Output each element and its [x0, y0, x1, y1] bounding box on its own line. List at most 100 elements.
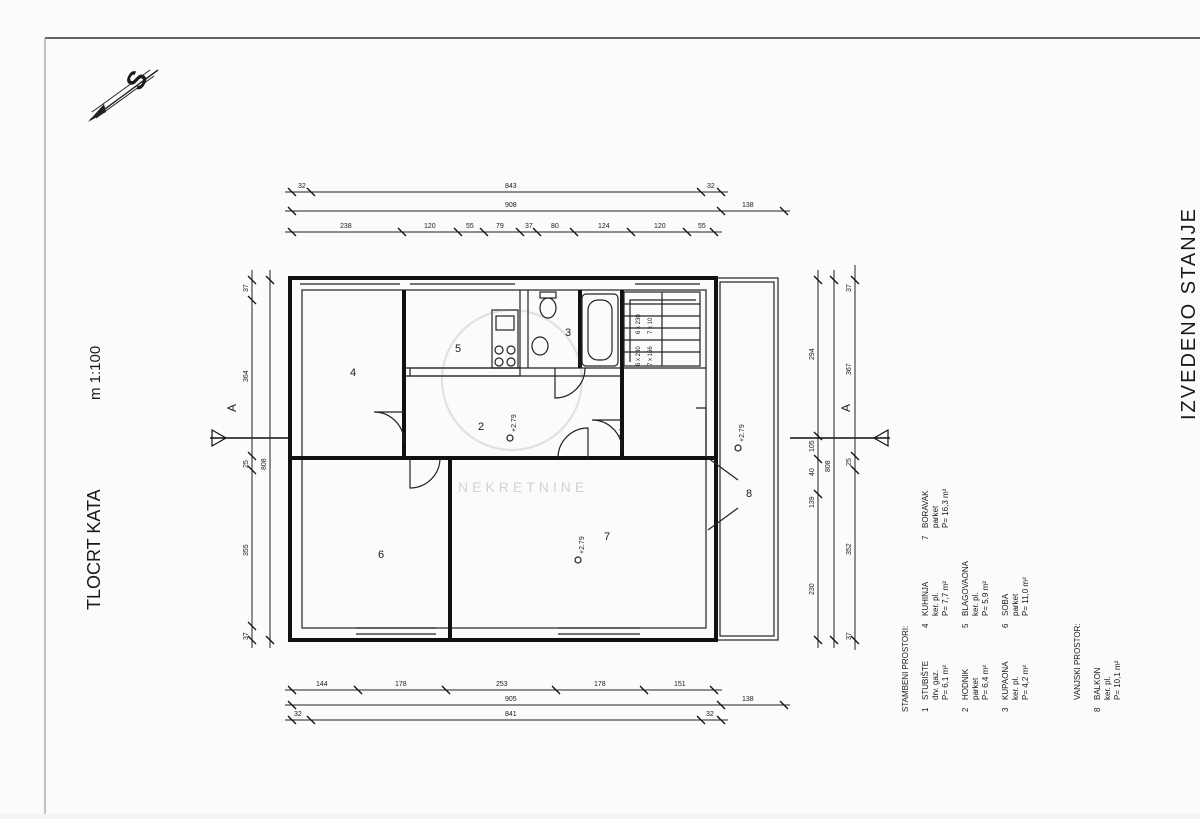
watermark: NEKRETNINE [441, 309, 588, 495]
legend-6-mat: parket [1011, 593, 1020, 616]
dim-bot-1a: 144 [316, 681, 328, 688]
legend-2-area: P= 6,4 m² [981, 665, 990, 700]
legend-3-no: 3 [1001, 707, 1010, 712]
dim-left-b: 364 [243, 370, 250, 382]
legend-1-mat: drv. gaz. [931, 670, 940, 700]
legend-8-name: BALKON [1093, 667, 1102, 700]
height-mark-1: +2.79 [511, 414, 518, 432]
kitchen-fixtures [409, 309, 521, 377]
legend-1-name: STUBIŠTE [921, 661, 930, 700]
dim-left-inner: 808 [261, 458, 268, 470]
dim-right-b2: 808 [825, 460, 832, 472]
dim-right-a4: 40 [809, 468, 816, 476]
balcony-outline [715, 277, 779, 641]
dim-top-2a: 908 [505, 202, 517, 209]
legend-6-area: P= 11,0 m² [1021, 577, 1030, 616]
watermark-text: NEKRETNINE [458, 479, 588, 495]
dim-top-3b: 120 [424, 223, 436, 230]
dim-right-b1: 367 [846, 363, 853, 375]
door-swings [373, 367, 739, 531]
dim-bot-1c: 253 [496, 681, 508, 688]
staircase: 6 x 230 7 x 10 6 x 230 7 x 166 [623, 291, 701, 367]
legend-1-area: P= 6,1 m² [941, 665, 950, 700]
legend-5-area: P= 5,9 m² [981, 581, 990, 616]
dim-top-3i: 55 [698, 223, 706, 230]
dim-top-1c: 32 [707, 183, 715, 190]
room-label-1: 1 [618, 427, 624, 439]
legend-vanjski-title: VANJSKI PROSTOR: [1073, 623, 1082, 700]
status-label: IZVEDENO STANJE [1178, 207, 1200, 420]
legend-5-name: BLAGOVAONA [961, 560, 970, 616]
legend-8-area: P= 10,1 m² [1113, 660, 1122, 700]
legend-3-mat: ker. pl. [1011, 676, 1020, 700]
dim-top-1b: 843 [505, 183, 517, 190]
section-mark-left-label: A [225, 404, 239, 412]
dim-top-3g: 124 [598, 223, 610, 230]
legend-5-no: 5 [961, 623, 970, 628]
legend-8-no: 8 [1093, 707, 1102, 712]
stairs-label-2: 7 x 10 [648, 317, 654, 334]
dim-right-a1: 37 [846, 284, 853, 292]
dim-bot-1e: 151 [674, 681, 686, 688]
dim-left-a: 37 [243, 284, 250, 292]
dimension-chains-right: 294 105 40 139 230 808 37 367 25 352 37 [809, 265, 860, 650]
dim-right-b3: 25 [846, 458, 853, 466]
dim-right-a2: 294 [809, 348, 816, 360]
dim-top-3f: 80 [551, 223, 559, 230]
dim-top-3h: 120 [654, 223, 666, 230]
legend-2-name: HODNIK [961, 668, 970, 700]
room-label-6: 6 [378, 549, 384, 561]
legend-3-name: KUPAONA [1001, 661, 1010, 700]
room-label-8: 8 [746, 488, 752, 500]
stairs-label-3: 6 x 230 [636, 346, 642, 366]
room-label-4: 4 [350, 367, 356, 379]
dim-bot-1d: 178 [594, 681, 606, 688]
height-marks: +2.79 +2.79 +2.79 [506, 414, 746, 564]
dimension-chains-bottom: 144 178 253 178 151 905 138 32 841 32 [285, 681, 790, 725]
dim-top-3e: 37 [525, 223, 533, 230]
legend-2-no: 2 [961, 707, 970, 712]
legend-5-mat: ker. pl. [971, 592, 980, 616]
legend-8-mat: ker. pl. [1103, 676, 1112, 700]
north-arrow-icon: S [88, 65, 159, 122]
legend-3-area: P= 4,2 m² [1021, 665, 1030, 700]
stairs-label-1: 6 x 230 [636, 314, 642, 334]
section-mark-left: A [210, 404, 290, 448]
plan-walls [288, 276, 779, 642]
legend-7-area: P= 16,3 m² [941, 488, 950, 528]
legend-7-name: BORAVAK [921, 490, 930, 528]
dim-right-a7: 37 [846, 632, 853, 640]
dim-top-3d: 79 [496, 223, 504, 230]
room-label-7: 7 [604, 531, 610, 543]
dim-left-e: 37 [243, 632, 250, 640]
dim-top-3a: 238 [340, 223, 352, 230]
dimension-chains-top: 32 843 32 908 138 238 120 55 79 37 80 12… [285, 183, 790, 237]
legend-7-no: 7 [921, 535, 930, 540]
dim-top-1a: 32 [298, 183, 306, 190]
legend-1-no: 1 [921, 707, 930, 712]
legend-6-name: SOBA [1001, 593, 1010, 616]
legend-6-no: 6 [1001, 623, 1010, 628]
legend-2-mat: parket [971, 677, 980, 700]
dimension-chains-left: 37 364 25 355 37 808 [243, 270, 275, 648]
dim-bot-3b: 841 [505, 711, 517, 718]
dim-bot-2a: 905 [505, 696, 517, 703]
plan-title: TLOCRT KATA [84, 489, 104, 610]
section-mark-right: A [790, 404, 890, 448]
height-mark-3: +2.79 [739, 424, 746, 442]
dim-right-a6: 230 [809, 583, 816, 595]
dim-left-c: 25 [243, 460, 250, 468]
height-mark-2: +2.79 [579, 536, 586, 554]
room-label-3: 3 [565, 327, 571, 339]
dim-bot-1b: 178 [395, 681, 407, 688]
stairs-label-4: 7 x 166 [648, 346, 654, 366]
bathroom-fixtures [531, 291, 619, 367]
dim-bot-3c: 32 [706, 711, 714, 718]
legend-4-no: 4 [921, 623, 930, 628]
legend-4-area: P= 7,7 m² [941, 581, 950, 616]
room-label-2: 2 [478, 421, 484, 433]
north-label: S [119, 65, 154, 95]
plan-scale: m 1:100 [87, 346, 104, 400]
